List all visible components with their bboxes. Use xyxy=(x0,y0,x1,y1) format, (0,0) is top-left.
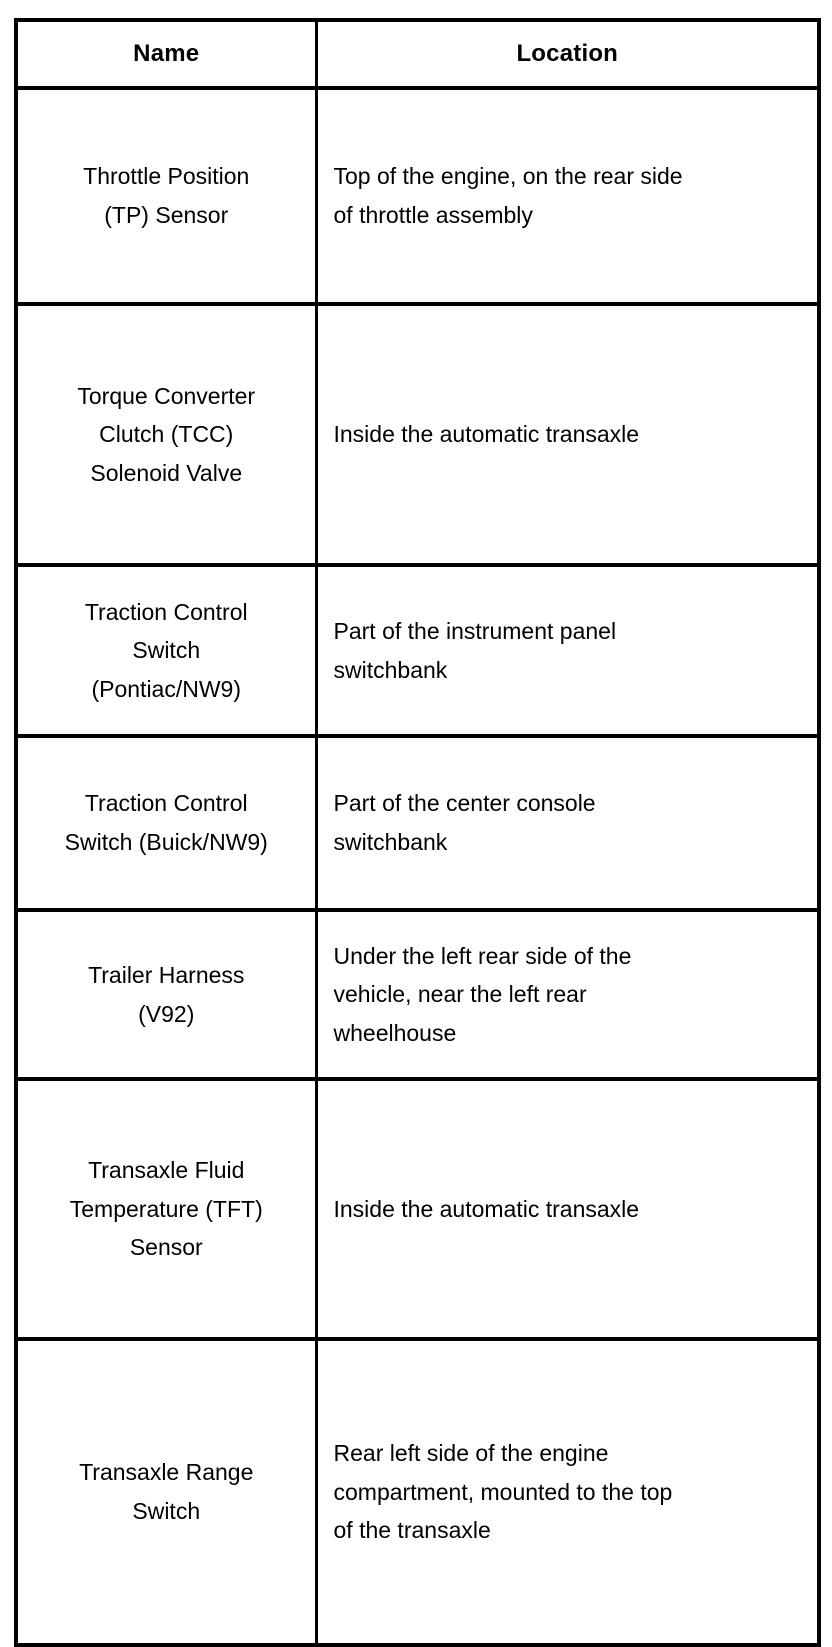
cell-name: Trailer Harness (V92) xyxy=(14,908,318,1081)
cell-name: Torque Converter Clutch (TCC) Solenoid V… xyxy=(14,302,318,567)
cell-location: Inside the automatic transaxle xyxy=(314,1077,821,1341)
table-row: Transaxle Fluid Temperature (TFT) Sensor… xyxy=(14,1077,821,1341)
table-header-row: Name Location xyxy=(14,18,821,90)
cell-location-line: Inside the automatic transaxle xyxy=(333,421,640,448)
cell-location: Part of the center console switchbank xyxy=(314,734,821,912)
cell-name-line: Sensor xyxy=(129,1234,203,1261)
component-location-table: Name Location Throttle Position (TP) Sen… xyxy=(14,18,821,1647)
cell-location: Part of the instrument panel switchbank xyxy=(314,563,821,738)
table-row: Torque Converter Clutch (TCC) Solenoid V… xyxy=(14,302,821,567)
cell-name-line: Switch xyxy=(132,637,201,664)
cell-name: Transaxle Range Switch xyxy=(14,1337,318,1647)
cell-location-line: switchbank xyxy=(333,656,448,683)
table-row: Traction Control Switch (Buick/NW9) Part… xyxy=(14,734,821,912)
cell-name: Traction Control Switch (Pontiac/NW9) xyxy=(14,563,318,738)
column-header-location: Location xyxy=(314,18,821,90)
cell-location-line: Under the left rear side of the xyxy=(333,942,632,969)
table-row: Trailer Harness (V92) Under the left rea… xyxy=(14,908,821,1081)
table-row: Transaxle Range Switch Rear left side of… xyxy=(14,1337,821,1647)
table-row: Throttle Position (TP) Sensor Top of the… xyxy=(14,86,821,306)
cell-location-line: switchbank xyxy=(333,829,448,855)
cell-location-line: of throttle assembly xyxy=(333,202,533,228)
cell-location: Under the left rear side of the vehicle,… xyxy=(314,908,821,1081)
cell-name-line: (V92) xyxy=(138,1000,195,1027)
cell-location: Inside the automatic transaxle xyxy=(314,302,821,567)
cell-name-line: Switch (Buick/NW9) xyxy=(64,829,268,855)
cell-name-line: (Pontiac/NW9) xyxy=(91,675,242,702)
cell-name: Traction Control Switch (Buick/NW9) xyxy=(14,734,318,912)
cell-name-line: Transaxle Range xyxy=(79,1459,254,1486)
cell-name-line: Clutch (TCC) xyxy=(99,421,234,448)
cell-name-line: Traction Control xyxy=(84,790,248,817)
cell-name: Transaxle Fluid Temperature (TFT) Sensor xyxy=(14,1077,318,1341)
cell-name-line: Temperature (TFT) xyxy=(69,1195,263,1222)
document-page: Name Location Throttle Position (TP) Sen… xyxy=(14,18,821,1647)
cell-location: Top of the engine, on the rear side of t… xyxy=(314,86,821,306)
cell-name-line: Traction Control xyxy=(84,598,248,625)
cell-location-line: compartment, mounted to the top xyxy=(333,1478,673,1505)
cell-name: Throttle Position (TP) Sensor xyxy=(14,86,318,306)
cell-name-line: Trailer Harness xyxy=(88,961,245,988)
cell-location-line: vehicle, near the left rear xyxy=(333,981,587,1008)
cell-name-line: Solenoid Valve xyxy=(90,459,243,486)
cell-name-line: Torque Converter xyxy=(77,382,256,409)
cell-location-line: Top of the engine, on the rear side xyxy=(333,163,683,190)
cell-location: Rear left side of the engine compartment… xyxy=(314,1337,821,1647)
cell-name-line: (TP) Sensor xyxy=(104,202,229,228)
cell-name-line: Transaxle Fluid xyxy=(88,1157,245,1184)
cell-location-line: Part of the instrument panel xyxy=(333,617,617,644)
column-header-name: Name xyxy=(14,18,318,90)
cell-name-line: Throttle Position xyxy=(83,163,250,190)
table-row: Traction Control Switch (Pontiac/NW9) Pa… xyxy=(14,563,821,738)
cell-name-line: Switch xyxy=(132,1498,201,1524)
cell-location-line: of the transaxle xyxy=(333,1517,491,1544)
table-body: Throttle Position (TP) Sensor Top of the… xyxy=(14,86,821,1647)
cell-location-line: Part of the center console xyxy=(333,790,596,817)
table-header: Name Location xyxy=(14,18,821,90)
cell-location-line: Inside the automatic transaxle xyxy=(333,1195,640,1222)
cell-location-line: Rear left side of the engine xyxy=(333,1440,609,1467)
cell-location-line: wheelhouse xyxy=(333,1019,457,1046)
